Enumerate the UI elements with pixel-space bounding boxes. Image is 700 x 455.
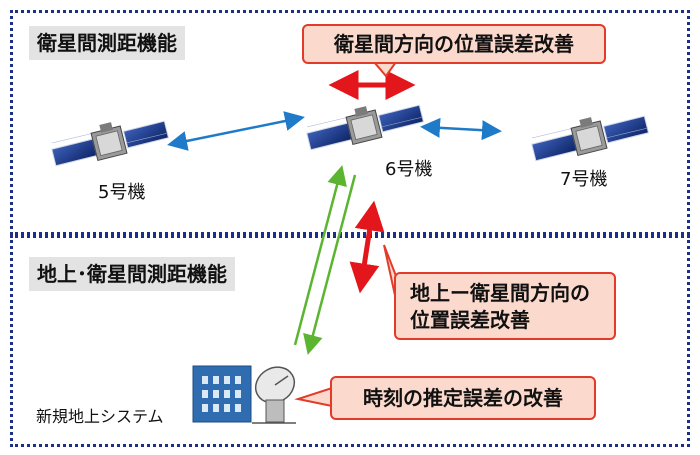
ground-satellite-callout: 地上ー衛星間方向の 位置誤差改善 <box>394 272 616 340</box>
ground-satellite-callout-line1: 地上ー衛星間方向の <box>410 281 590 305</box>
inter-satellite-callout-text: 衛星間方向の位置誤差改善 <box>334 32 574 56</box>
ranging-arrow-6-7 <box>420 117 502 141</box>
time-estimation-callout-text: 時刻の推定誤差の改善 <box>363 386 563 410</box>
antenna-icon <box>252 366 296 424</box>
callout-pointer <box>371 61 398 78</box>
satellite-5-label: 5号機 <box>98 182 146 203</box>
building-icon <box>192 365 252 423</box>
ground-satellite-error-arrow <box>349 200 385 294</box>
ranging-arrow-5-6 <box>167 111 305 151</box>
ground-satellite-title: 地上･衛星間測距機能 <box>29 257 235 291</box>
inter-satellite-title: 衛星間測距機能 <box>29 26 185 60</box>
satellite-5-icon <box>51 120 169 167</box>
callout-pointer <box>294 386 333 408</box>
ground-system-label: 新規地上システム <box>36 407 164 426</box>
satellite-6-label: 6号機 <box>385 159 433 180</box>
inter-satellite-callout: 衛星間方向の位置誤差改善 <box>302 24 606 64</box>
ground-satellite-callout-line2: 位置誤差改善 <box>410 308 530 332</box>
satellite-6-icon <box>306 104 424 151</box>
time-estimation-callout: 時刻の推定誤差の改善 <box>330 376 596 420</box>
satellite-7-label: 7号機 <box>560 169 608 190</box>
downlink-arrow <box>303 174 357 355</box>
satellite-7-icon <box>531 115 649 162</box>
uplink-arrow <box>293 165 347 346</box>
